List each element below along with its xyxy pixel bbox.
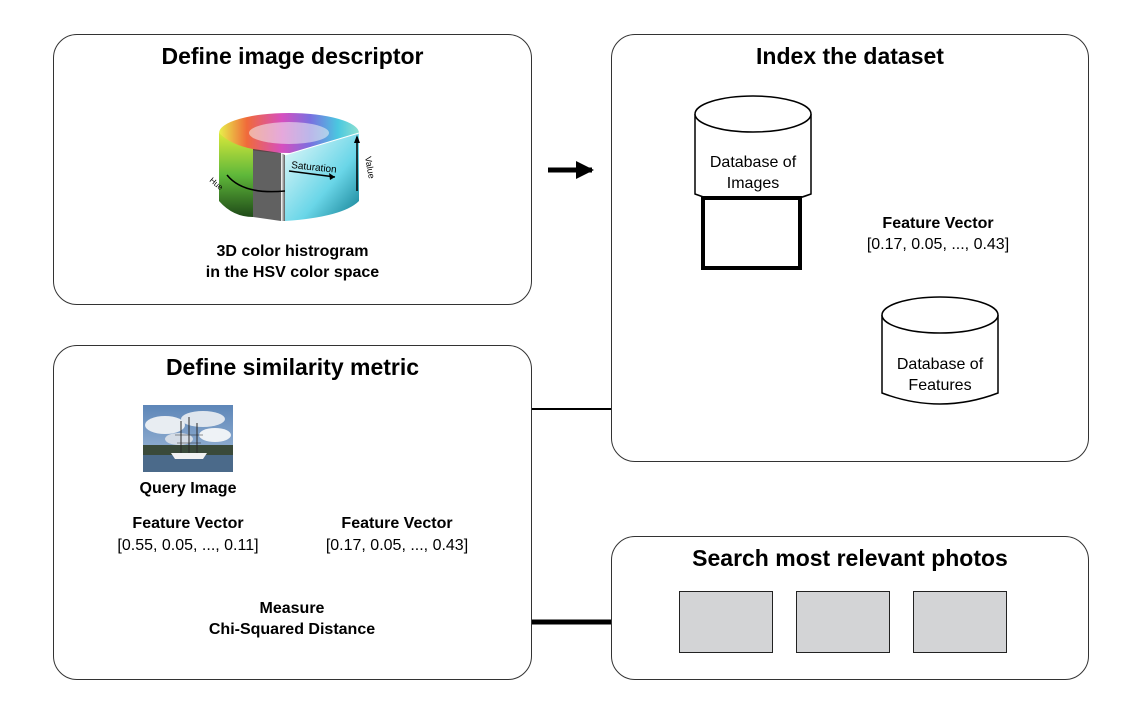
hsv-value-label: Value xyxy=(363,156,375,180)
image-frame xyxy=(701,196,802,270)
database-images-line1: Database of xyxy=(709,154,797,171)
histogram-caption: 3D color histrogram in the HSV color spa… xyxy=(54,241,531,283)
measure-caption-line2: Chi-Squared Distance xyxy=(208,621,376,638)
database-images-label: Database of Images xyxy=(693,152,813,194)
hsv-saturation-label: Saturation xyxy=(291,160,337,176)
query-feature-vector-label: Feature Vector xyxy=(132,515,244,532)
result-photo-placeholder xyxy=(913,591,1007,653)
database-features-label: Database of Features xyxy=(878,354,1002,396)
measure-caption: Measure Chi-Squared Distance xyxy=(192,598,392,640)
hsv-cylinder-illustration: Saturation Value Hue xyxy=(208,113,375,221)
query-image-label: Query Image xyxy=(139,480,237,497)
database-images-cylinder xyxy=(694,95,812,206)
query-feature-vector-value: [0.55, 0.05, ..., 0.11] xyxy=(117,537,259,554)
result-photo-placeholder xyxy=(679,591,773,653)
panel-title: Index the dataset xyxy=(756,43,944,69)
index-feature-vector-label: Feature Vector xyxy=(882,215,994,232)
measure-caption-line1: Measure xyxy=(259,600,325,617)
histogram-caption-line2: in the HSV color space xyxy=(205,264,380,281)
index-feature-vector-value: [0.17, 0.05, ..., 0.43] xyxy=(866,236,1010,253)
histogram-caption-line1: 3D color histrogram xyxy=(216,243,369,260)
panel-title: Define image descriptor xyxy=(161,43,424,69)
panel-index-dataset: Index the dataset xyxy=(611,34,1089,462)
query-image-photo xyxy=(143,405,233,472)
database-features-line2: Features xyxy=(908,377,972,394)
database-images-line2: Images xyxy=(726,175,780,192)
db-feature-vector-label: Feature Vector xyxy=(341,515,453,532)
database-features-line1: Database of xyxy=(896,356,984,373)
result-photo-placeholder xyxy=(796,591,890,653)
database-features-cylinder xyxy=(881,296,999,405)
db-feature-vector-value: [0.17, 0.05, ..., 0.43] xyxy=(325,537,469,554)
panel-title: Search most relevant photos xyxy=(692,545,1008,571)
panel-similarity-metric: Define similarity metric xyxy=(53,345,532,680)
panel-title: Define similarity metric xyxy=(165,354,420,380)
panel-image-descriptor: Define image descriptor xyxy=(53,34,532,305)
